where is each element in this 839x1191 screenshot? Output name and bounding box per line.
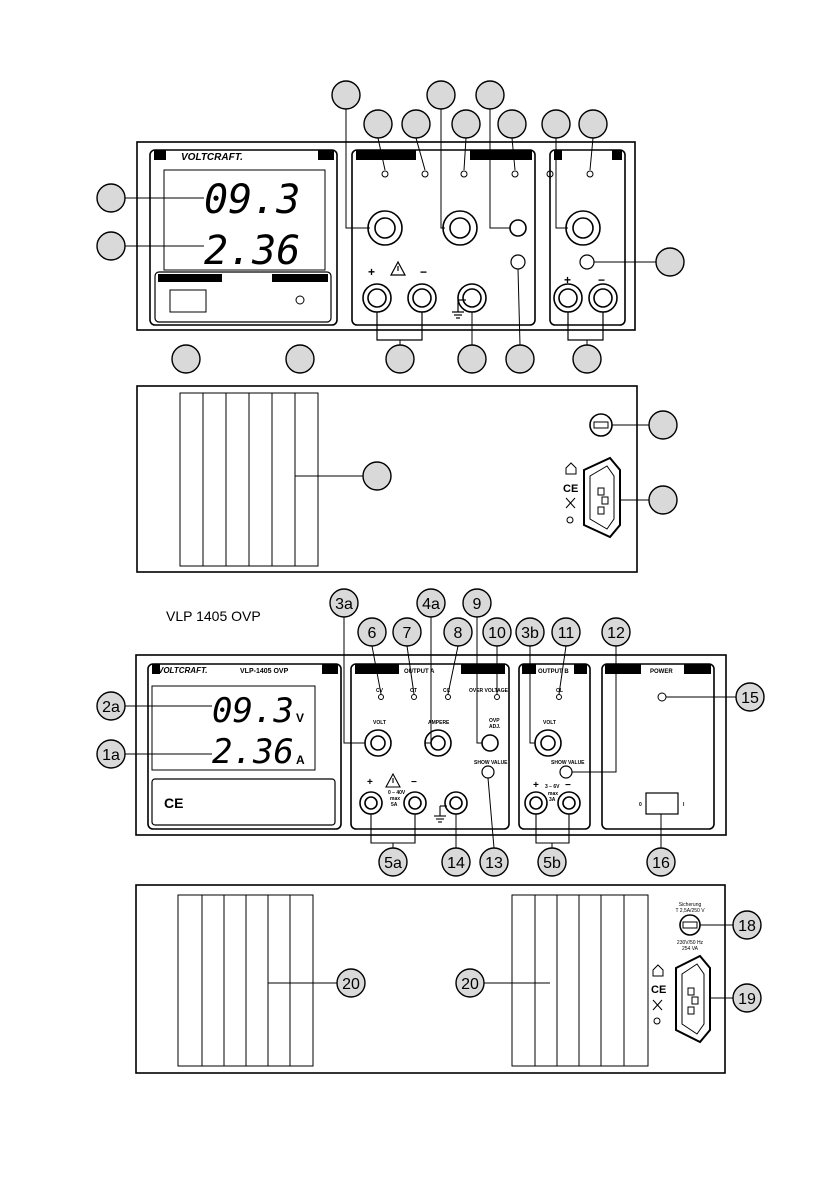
- model-title: VLP 1405 OVP: [166, 608, 261, 624]
- switch-off-label: 0: [639, 802, 642, 808]
- numbered-callout-labels-front: 3a 4a 9 6 7 8 10 3b 11 12 2a 1a 15 5a 14…: [102, 596, 759, 872]
- callout-15: 15: [741, 690, 759, 707]
- output-b-label: OUTPUT B: [538, 669, 569, 675]
- volt-label-b: VOLT: [543, 720, 556, 726]
- voltage-reading-bottom: 09.3: [212, 691, 294, 731]
- callout-11: 11: [558, 625, 575, 642]
- rear-top-leaders: [295, 424, 649, 501]
- adj-label: ADJ.: [489, 724, 501, 730]
- plus-label-a: +: [367, 777, 373, 788]
- callout-3b: 3b: [521, 625, 539, 642]
- over-voltage-label: OVER VOLTAGE: [469, 688, 509, 694]
- show-value-label-b: SHOW VALUE: [551, 760, 585, 766]
- top-brand: VOLTCRAFT.: [181, 152, 243, 163]
- callout-1a: 1a: [102, 747, 120, 764]
- callout-12: 12: [607, 625, 625, 642]
- ce-mark-front: CE: [164, 795, 183, 811]
- minus-label-top: −: [420, 265, 427, 279]
- numbered-callout-leaders-front: [125, 617, 736, 849]
- rear-bottom-small-labels: Sicherung T 2,5A/250 V 230V/50 Hz 254 VA: [675, 902, 705, 952]
- front-panel-bottom-strips: [152, 664, 711, 674]
- callout-5b: 5b: [543, 855, 561, 872]
- callout-2a: 2a: [102, 699, 120, 716]
- ce-mark-rear-bottom: CE: [651, 984, 666, 996]
- ground-icon-bottom: [434, 805, 447, 823]
- ovp-label: OVP: [489, 718, 500, 724]
- callout-8: 8: [454, 625, 463, 642]
- minus-label-top-b: −: [598, 273, 605, 287]
- unit-a: A: [296, 753, 305, 767]
- callout-6: 6: [368, 625, 377, 642]
- output-a-label: OUTPUT A: [404, 669, 435, 675]
- callout-3a: 3a: [335, 596, 353, 613]
- front-panel-top: [136, 141, 636, 331]
- volt-label-a: VOLT: [373, 720, 386, 726]
- callout-19: 19: [738, 991, 756, 1008]
- numbered-callout-leaders-rear: [268, 924, 733, 999]
- switch-on-label: I: [683, 802, 685, 808]
- range-a-2: max: [390, 796, 400, 802]
- range-b-1: 3 – 6V: [545, 784, 560, 790]
- current-reading-top: 2.36: [204, 228, 300, 274]
- plus-label-top-b: +: [564, 273, 571, 287]
- brand-text-top: VOLTCRAFT.: [181, 152, 243, 163]
- power-label: POWER: [650, 669, 673, 675]
- rear-panel-bottom: [135, 884, 726, 1074]
- voltage-reading-top: 09.3: [204, 177, 300, 223]
- callout-16: 16: [652, 855, 670, 872]
- warning-icon-bottom: [385, 772, 401, 788]
- rear-panel-top: [136, 385, 638, 573]
- numbered-callouts-rear: [336, 910, 762, 1013]
- rear-top-callouts: [362, 410, 678, 515]
- callout-5a: 5a: [384, 855, 402, 872]
- model-label: VLP-1405 OVP: [240, 668, 289, 675]
- front-panel-top-strips: [154, 150, 622, 282]
- cv-label: CV: [376, 688, 384, 694]
- fuse-label-1: Sicherung: [679, 902, 702, 908]
- callout-13: 13: [485, 855, 503, 872]
- callout-4a: 4a: [422, 596, 440, 613]
- current-reading-bottom: 2.36: [212, 732, 294, 772]
- numbered-callout-labels-rear: 18 20 20 19: [342, 918, 756, 1008]
- range-a-3: 5A: [391, 802, 398, 808]
- callout-18: 18: [738, 918, 756, 935]
- brand-text-bottom: VOLTCRAFT.: [158, 666, 207, 675]
- callout-9: 9: [473, 596, 482, 613]
- top-callout-leaders: [125, 109, 656, 346]
- cc-label: CC: [443, 688, 451, 694]
- plus-label-b: +: [533, 780, 539, 791]
- callout-7: 7: [403, 625, 412, 642]
- range-a-1: 0 – 40V: [388, 790, 406, 796]
- warning-icon: [389, 260, 407, 276]
- amperes-label: AMPERE: [428, 720, 450, 726]
- show-value-label-a: SHOW VALUE: [474, 760, 508, 766]
- callout-14: 14: [447, 855, 465, 872]
- callout-20-left: 20: [342, 976, 360, 993]
- ce-mark-rear-top: CE: [563, 483, 578, 495]
- rear-bottom-symbols: CE: [651, 964, 666, 1025]
- range-b-2: max: [548, 791, 558, 797]
- terminal-brackets-top: [376, 312, 604, 341]
- rear-top-symbols: CE: [563, 462, 578, 524]
- callout-20-right: 20: [461, 976, 479, 993]
- mains-label-2: 254 VA: [682, 946, 699, 952]
- unit-v: V: [296, 711, 304, 725]
- mains-label-1: 230V/50 Hz: [677, 940, 704, 946]
- panel-small-labels: CV OT CC OVER VOLTAGE VOLT AMPERE OVP AD…: [373, 688, 685, 808]
- callout-10: 10: [488, 625, 506, 642]
- fuse-label-2: T 2,5A/250 V: [675, 908, 705, 914]
- plus-label-top: +: [368, 265, 375, 279]
- range-b-3: 3A: [549, 797, 556, 803]
- ground-icon: [452, 299, 466, 319]
- minus-label-a: −: [411, 777, 417, 788]
- minus-label-b: −: [565, 780, 571, 791]
